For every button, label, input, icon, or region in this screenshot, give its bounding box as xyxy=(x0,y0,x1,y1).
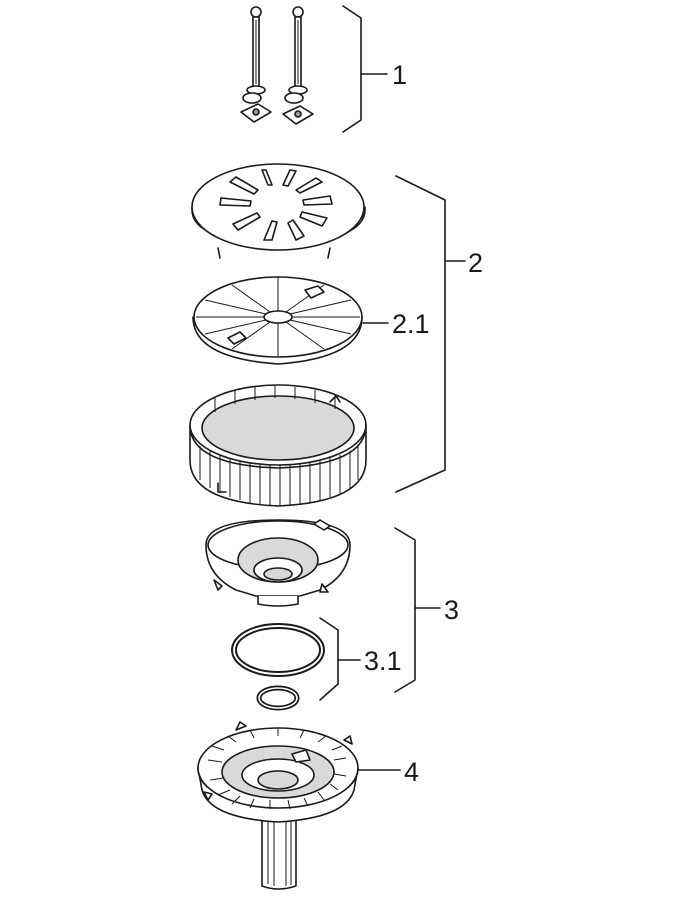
label-3: 3 xyxy=(444,595,459,625)
bracket-3 xyxy=(394,527,416,693)
seal-ring-large xyxy=(231,623,325,677)
label-1: 1 xyxy=(392,60,407,90)
screw-right xyxy=(282,6,314,125)
label-2-1: 2.1 xyxy=(392,309,430,339)
fixing-screw-set xyxy=(240,6,314,125)
height-ring xyxy=(189,384,367,507)
drain-base xyxy=(197,721,359,890)
screw-left xyxy=(240,6,272,123)
bracket-3-1 xyxy=(319,617,339,701)
seal-ring-small xyxy=(256,685,300,711)
label-3-1: 3.1 xyxy=(364,646,402,676)
label-2: 2 xyxy=(468,248,483,278)
bracket-1 xyxy=(342,5,362,133)
label-4: 4 xyxy=(404,757,419,787)
bracket-2 xyxy=(395,175,446,493)
grate-cover xyxy=(191,163,366,259)
drain-insert xyxy=(192,276,363,365)
flange-body xyxy=(205,519,351,607)
